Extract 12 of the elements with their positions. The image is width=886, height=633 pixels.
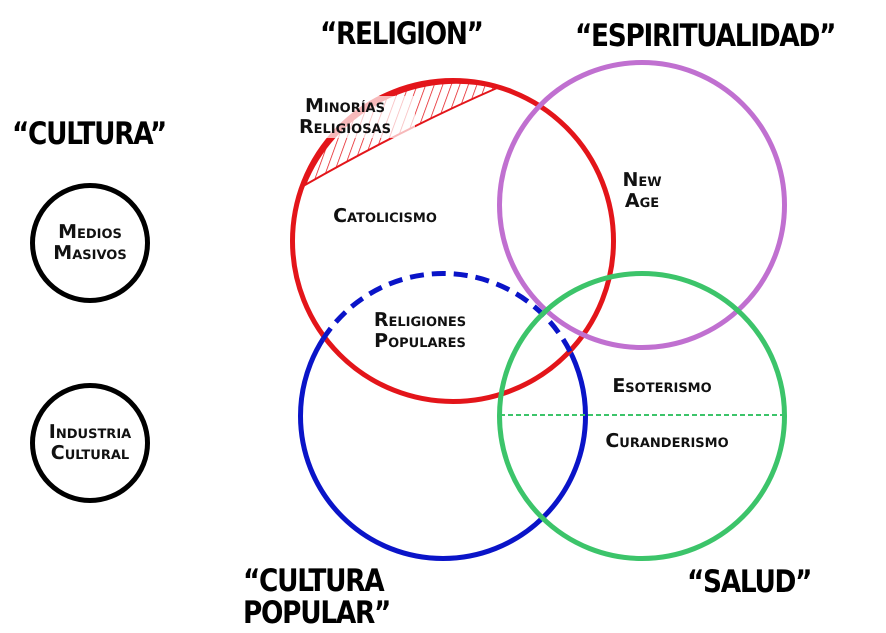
- set-label: Esoterismo: [611, 376, 713, 397]
- set-heading: “CULTURA POPULAR”: [243, 565, 392, 629]
- set-label: New Age: [621, 170, 663, 212]
- set-label: Curanderismo: [604, 431, 730, 452]
- set-label: Medios Masivos: [52, 222, 128, 264]
- region-label: Religiones Populares: [372, 310, 468, 352]
- set-label: Industria Cultural: [48, 422, 132, 464]
- set-heading: “CULTURA”: [12, 118, 166, 150]
- set-heading: “RELIGION”: [320, 18, 483, 50]
- set-label: Catolicismo: [332, 206, 438, 227]
- set-heading: “SALUD”: [687, 566, 812, 598]
- set-heading: “ESPIRITUALIDAD”: [575, 20, 836, 52]
